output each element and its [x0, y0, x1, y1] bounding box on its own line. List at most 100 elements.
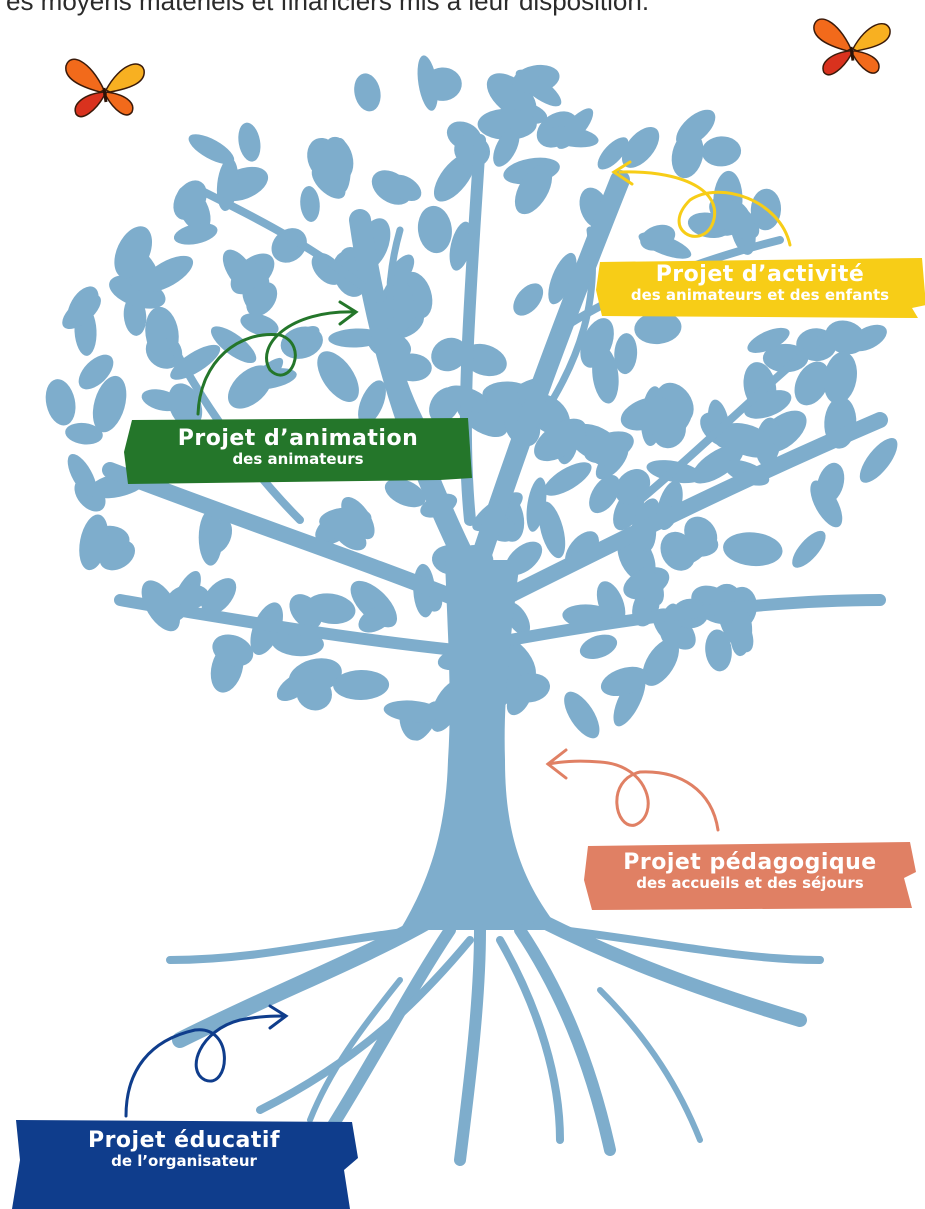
curly-arrow-icon	[124, 1004, 289, 1118]
tree-leaf	[859, 437, 898, 483]
tree-leaf	[589, 475, 621, 514]
tree-leaf	[188, 134, 235, 165]
tree-leaf	[709, 197, 760, 240]
tree-leaf	[652, 412, 686, 449]
brush-bg-animation	[124, 418, 472, 484]
tree-leaf	[514, 164, 553, 215]
tree-root	[597, 987, 703, 1143]
tree-leaf	[634, 311, 682, 345]
tree-leaf	[762, 343, 809, 373]
tree-root	[166, 926, 424, 964]
label-main: Projet pédagogique	[623, 850, 877, 875]
tree-leaf	[671, 131, 704, 179]
tree-leaf	[794, 361, 830, 406]
tree-leaf	[328, 328, 384, 348]
tree-leaf	[383, 700, 442, 723]
tree-branch	[636, 336, 824, 504]
tree-leaf	[592, 346, 619, 404]
curly-arrow-icon	[196, 300, 359, 416]
tree-leaf	[317, 351, 359, 402]
tree-branch	[102, 462, 468, 608]
tree-leaf	[246, 282, 278, 317]
tree-leaf	[747, 327, 790, 353]
label-projet-educatif: Projet éducatif de l’organisateur	[18, 1128, 350, 1171]
tree-leaf	[341, 496, 375, 540]
tree-leaf	[564, 691, 600, 739]
label-sub: des animateurs et des enfants	[630, 286, 890, 305]
tree-leaf	[201, 578, 237, 616]
tree-leaf	[45, 379, 76, 426]
curly-arrow-icon	[545, 748, 720, 832]
tree-leaf	[315, 512, 350, 542]
tree-leaf	[79, 514, 109, 571]
tree-root	[514, 924, 616, 1156]
butterfly-icon	[813, 18, 891, 76]
tree-leaf	[212, 634, 254, 667]
tree-leaf	[849, 324, 887, 352]
tree-leaf	[538, 501, 566, 559]
butterfly-icon	[65, 58, 145, 118]
tree-branch	[492, 412, 888, 608]
tree-leaf	[67, 453, 97, 498]
tree-root	[307, 977, 403, 1123]
tree-branch	[386, 226, 424, 424]
header-text: es moyens matériels et financiers mis à …	[6, 0, 650, 16]
tree-leaf	[597, 137, 629, 170]
tree-leaf	[581, 434, 612, 466]
tree-leaf	[548, 252, 577, 305]
tree-leaf	[141, 389, 182, 412]
tree-leaf	[556, 108, 594, 149]
tree-leaf	[493, 128, 520, 167]
tree-branch	[349, 209, 481, 581]
tree-root	[256, 936, 474, 1114]
tree-leaf	[600, 666, 648, 697]
tree-leaf	[720, 422, 775, 458]
curly-arrow-icon	[611, 160, 792, 247]
tree-leaf	[384, 478, 426, 508]
tree-leaf	[705, 629, 732, 672]
tree-leaf	[621, 126, 660, 168]
tree-leaf	[358, 380, 386, 426]
tree-branch	[536, 226, 596, 424]
tree-leaf	[431, 337, 468, 372]
tree-leaf	[792, 530, 826, 568]
tree-leaf	[271, 228, 307, 263]
label-main: Projet éducatif	[87, 1128, 281, 1153]
tree-branch	[114, 594, 461, 656]
tree-leaf	[477, 108, 537, 140]
tree-root	[496, 936, 564, 1144]
tree-leaf	[276, 670, 314, 702]
tree-leaf	[640, 224, 676, 251]
tree-leaf	[730, 608, 753, 657]
label-sub: de l’organisateur	[111, 1152, 257, 1171]
label-projet-animation: Projet d’animation des animateurs	[128, 426, 468, 469]
tree-leaf	[78, 354, 114, 390]
tree-branch	[504, 594, 886, 646]
tree-branch	[459, 134, 486, 526]
tree-leaf	[62, 294, 101, 329]
tree-leaf	[238, 122, 261, 162]
tree-leaf	[300, 186, 320, 222]
tree-leaf	[513, 283, 544, 316]
label-sub: des animateurs	[232, 450, 364, 469]
tree-root	[556, 926, 824, 964]
tree-leaf	[423, 67, 462, 101]
label-sub: des accueils et des séjours	[636, 874, 864, 893]
tree-leaf	[534, 418, 587, 462]
tree-leaf	[311, 165, 346, 199]
tree-leaf	[305, 593, 356, 625]
tree-leaf	[723, 532, 783, 567]
tree-leaf	[671, 532, 712, 566]
brush-bg-educatif	[12, 1120, 358, 1209]
label-main: Projet d’animation	[177, 426, 419, 451]
tree-leaf	[141, 255, 194, 292]
tree-leaf	[198, 509, 223, 566]
tree-leaf	[614, 333, 638, 375]
tree-leaf	[354, 73, 381, 112]
tree-branch	[196, 186, 384, 304]
tree-leaf	[579, 634, 618, 660]
tree-leaf	[543, 462, 592, 496]
brush-bg-pedagogique	[584, 842, 916, 910]
tree-leaf	[515, 69, 562, 107]
